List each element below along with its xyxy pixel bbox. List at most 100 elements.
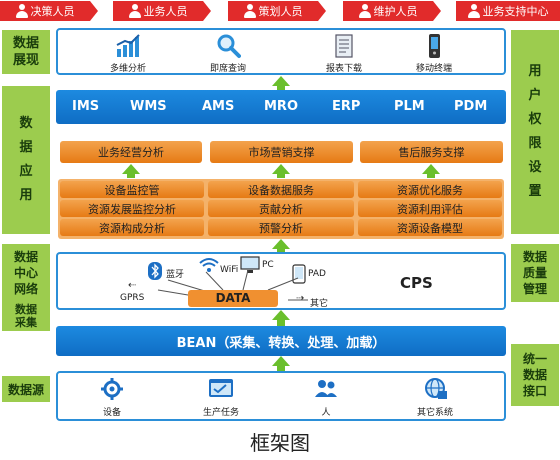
roles-row: 决策人员 业务人员 策划人员 维护人员 业务支持中心 bbox=[0, 0, 560, 22]
chevron-right-icon bbox=[318, 1, 326, 21]
role-planning[interactable]: 策划人员 bbox=[228, 1, 318, 21]
up-arrow-icon bbox=[122, 164, 140, 174]
device-label-bluetooth: 蓝牙 bbox=[166, 270, 185, 280]
magnifier-icon bbox=[217, 34, 241, 58]
app-grid-cell[interactable]: 资源发展监控分析 bbox=[60, 200, 204, 217]
person-icon bbox=[358, 4, 371, 18]
systems-bar: IMS WMS AMS MRO ERP PLM PDM bbox=[56, 90, 506, 124]
up-arrow-icon bbox=[272, 239, 290, 249]
role-label: 业务人员 bbox=[143, 5, 188, 18]
cps-label: CPS bbox=[400, 274, 433, 292]
app-grid-cell[interactable]: 预警分析 bbox=[208, 219, 354, 236]
source-other-systems[interactable]: 其它系统 bbox=[400, 377, 470, 419]
up-arrow-stem bbox=[277, 248, 285, 252]
chart-icon bbox=[116, 34, 140, 57]
display-panel: 多维分析 即席查询 报表下载 移动终端 bbox=[56, 28, 506, 75]
pc-icon bbox=[240, 256, 260, 273]
system-pdm[interactable]: PDM bbox=[454, 99, 488, 114]
system-erp[interactable]: ERP bbox=[332, 99, 361, 114]
source-label: 生产任务 bbox=[202, 408, 239, 418]
up-arrow-icon bbox=[272, 356, 290, 366]
people-icon bbox=[315, 380, 337, 397]
app-grid-cell[interactable]: 贡献分析 bbox=[208, 200, 354, 217]
role-label: 业务支持中心 bbox=[482, 5, 549, 18]
app-marketing-support[interactable]: 市场营销支撑 bbox=[210, 141, 353, 163]
chevron-right-icon bbox=[433, 1, 441, 21]
data-hub-label: DATA bbox=[215, 291, 251, 305]
app-label: 业务经营分析 bbox=[98, 146, 164, 159]
system-plm[interactable]: PLM bbox=[394, 99, 425, 114]
device-label-wifi: WiFi bbox=[220, 265, 239, 275]
app-grid-cell[interactable]: 资源设备模型 bbox=[358, 219, 502, 236]
app-aftersales-support[interactable]: 售后服务支撑 bbox=[360, 141, 503, 163]
source-label: 人 bbox=[321, 408, 331, 418]
display-item-analysis[interactable]: 多维分析 bbox=[98, 33, 158, 74]
wifi-icon bbox=[199, 258, 219, 272]
mobile-icon bbox=[429, 34, 440, 58]
up-arrow-stem bbox=[127, 173, 135, 178]
system-ims[interactable]: IMS bbox=[72, 99, 100, 114]
up-arrow-icon bbox=[272, 164, 290, 174]
person-icon bbox=[243, 4, 256, 18]
up-arrow-icon bbox=[272, 76, 290, 86]
display-item-label: 即席查询 bbox=[209, 64, 246, 74]
role-label: 决策人员 bbox=[30, 5, 75, 18]
up-arrow-stem bbox=[427, 173, 435, 178]
source-label: 其它系统 bbox=[416, 408, 453, 418]
bean-bar[interactable]: BEAN（采集、转换、处理、加载） bbox=[56, 326, 506, 356]
role-business[interactable]: 业务人员 bbox=[113, 1, 203, 21]
source-people[interactable]: 人 bbox=[296, 377, 356, 419]
display-item-label: 报表下载 bbox=[325, 64, 362, 74]
up-arrow-stem bbox=[277, 319, 285, 326]
app-grid-cell[interactable]: 资源优化服务 bbox=[358, 181, 502, 198]
person-icon bbox=[128, 4, 141, 18]
source-label: 设备 bbox=[102, 408, 121, 418]
source-equipment[interactable]: 设备 bbox=[82, 377, 142, 419]
role-support-center[interactable]: 业务支持中心 bbox=[456, 1, 560, 21]
bean-label: BEAN（采集、转换、处理、加载） bbox=[176, 335, 386, 351]
display-item-label: 移动终端 bbox=[415, 64, 452, 74]
up-arrow-icon bbox=[272, 310, 290, 320]
app-label: 市场营销支撑 bbox=[248, 146, 315, 159]
sources-panel: 设备 生产任务 人 其它系统 bbox=[56, 371, 506, 421]
report-icon bbox=[335, 34, 353, 58]
display-item-report[interactable]: 报表下载 bbox=[314, 33, 374, 74]
chevron-right-icon bbox=[90, 1, 98, 21]
data-hub[interactable]: DATA bbox=[188, 290, 278, 307]
role-label: 策划人员 bbox=[258, 5, 303, 18]
person-icon bbox=[15, 4, 28, 18]
app-grid-cell[interactable]: 设备监控管 bbox=[60, 181, 204, 198]
gprs-icon: ⇠ bbox=[128, 280, 137, 291]
bluetooth-icon bbox=[148, 262, 162, 280]
app-grid: 设备监控管 设备数据服务 资源优化服务 资源发展监控分析 贡献分析 资源利用评估… bbox=[58, 179, 504, 239]
system-ams[interactable]: AMS bbox=[202, 99, 235, 114]
right-label-permission: 用 户 权 限 设 置 bbox=[511, 30, 559, 234]
app-grid-cell[interactable]: 资源构成分析 bbox=[60, 219, 204, 236]
equipment-icon bbox=[101, 378, 123, 400]
display-item-query[interactable]: 即席查询 bbox=[198, 33, 258, 74]
other-icon: ⇢ bbox=[296, 293, 305, 304]
up-arrow-stem bbox=[277, 85, 285, 91]
system-mro[interactable]: MRO bbox=[264, 99, 298, 114]
left-label-source: 数据源 bbox=[2, 376, 50, 402]
up-arrow-icon bbox=[422, 164, 440, 174]
role-decision[interactable]: 决策人员 bbox=[0, 1, 90, 21]
datacenter-panel: 蓝牙 WiFi PC PAD ⇠ GPRS DATA ⇢ 其它 CPS bbox=[56, 252, 506, 310]
display-item-mobile[interactable]: 移动终端 bbox=[404, 33, 464, 74]
left-label-collect: 数据 采集 bbox=[2, 301, 50, 331]
device-label-pc: PC bbox=[262, 260, 274, 270]
display-item-label: 多维分析 bbox=[109, 64, 146, 74]
role-maintenance[interactable]: 维护人员 bbox=[343, 1, 433, 21]
right-label-interface: 统一 数据 接口 bbox=[511, 344, 559, 406]
device-label-other: 其它 bbox=[310, 299, 329, 309]
up-arrow-stem bbox=[277, 173, 285, 178]
system-wms[interactable]: WMS bbox=[130, 99, 167, 114]
left-label-application: 数 据 应 用 bbox=[2, 86, 50, 234]
app-business-analysis[interactable]: 业务经营分析 bbox=[60, 141, 202, 163]
app-grid-cell[interactable]: 设备数据服务 bbox=[208, 181, 354, 198]
right-label-quality: 数据 质量 管理 bbox=[511, 244, 559, 302]
app-grid-cell[interactable]: 资源利用评估 bbox=[358, 200, 502, 217]
source-production-task[interactable]: 生产任务 bbox=[186, 377, 256, 419]
caption: 框架图 bbox=[250, 431, 310, 455]
person-icon bbox=[467, 4, 480, 18]
